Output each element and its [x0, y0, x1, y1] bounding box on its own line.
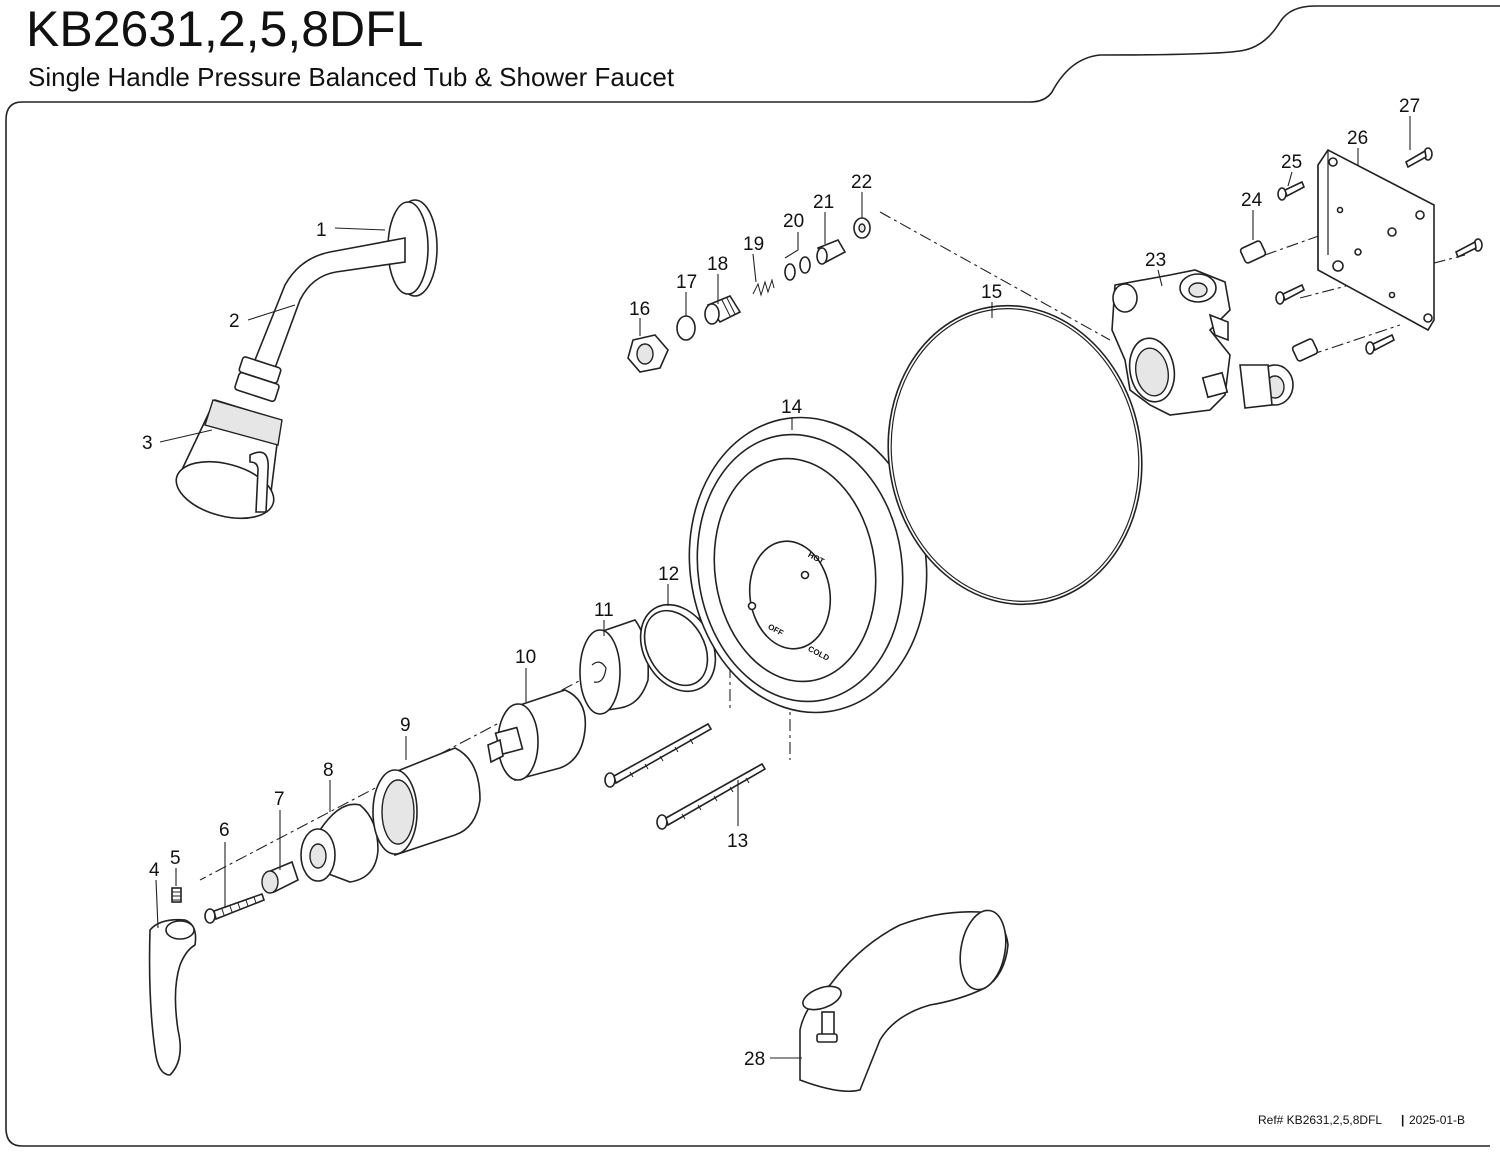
- callout-6: 6: [219, 820, 230, 841]
- callout-25: 25: [1281, 152, 1302, 173]
- part-stem-seat: [816, 239, 847, 265]
- ref-number: Ref# KB2631,2,5,8DFL: [1258, 1113, 1382, 1127]
- leader-lines: [155, 116, 1411, 1059]
- callouts: 1 2 3 4 5 6 7 8 9 10 11 12 13 14 15 16 1…: [142, 96, 1420, 1070]
- callout-14: 14: [781, 397, 803, 418]
- part-handle-hub: [300, 803, 379, 883]
- part-trim-screws: [604, 722, 767, 830]
- callout-20: 20: [783, 211, 804, 232]
- part-seat-washer: [853, 217, 871, 239]
- part-washer: [784, 256, 811, 281]
- part-shower-flange: [387, 199, 438, 297]
- callout-10: 10: [515, 647, 536, 668]
- part-gasket: [887, 304, 1143, 606]
- part-cartridge: [487, 689, 587, 782]
- callout-11: 11: [594, 600, 614, 621]
- ref-separator: |: [1401, 1113, 1404, 1127]
- part-stop-sleeve: [372, 747, 481, 857]
- callout-2: 2: [229, 311, 240, 332]
- part-shower-arm: [253, 237, 406, 370]
- part-bonnet-nut: [627, 334, 669, 373]
- assembly-axis-bracket-3: [1309, 324, 1401, 356]
- callout-24: 24: [1241, 190, 1263, 211]
- part-mounting-bracket: [1317, 148, 1435, 332]
- part-shower-head: [175, 356, 283, 520]
- part-bracket-screws: [1405, 147, 1483, 259]
- callout-15: 15: [981, 282, 1002, 303]
- part-tub-spout: [799, 909, 1009, 1093]
- part-trim-plate: HOT OFF COLD: [688, 416, 928, 714]
- callout-23: 23: [1145, 250, 1166, 271]
- callout-22: 22: [851, 172, 872, 193]
- callout-16: 16: [629, 299, 650, 320]
- callout-8: 8: [323, 760, 334, 781]
- callout-4: 4: [149, 860, 160, 881]
- drawing-frame: [5, 5, 1500, 1147]
- page-subtitle: Single Handle Pressure Balanced Tub & Sh…: [28, 62, 675, 92]
- part-spring: [752, 278, 775, 297]
- assembly-axis-bracket-1: [1264, 199, 1421, 256]
- callout-27: 27: [1399, 96, 1420, 117]
- ref-revision: 2025-01-B: [1409, 1113, 1465, 1127]
- assembly-axis-upper: [879, 211, 1111, 341]
- callout-3: 3: [142, 433, 153, 454]
- callout-21: 21: [813, 192, 834, 213]
- assembly-axis-main: [199, 459, 1001, 881]
- page-title: KB2631,2,5,8DFL: [26, 1, 424, 57]
- part-valve-body: [1111, 269, 1294, 416]
- callout-12: 12: [658, 564, 679, 585]
- part-set-screw: [171, 887, 182, 903]
- callout-17: 17: [676, 272, 697, 293]
- part-o-ring: [676, 315, 696, 341]
- callout-19: 19: [743, 234, 764, 255]
- footer-reference: Ref# KB2631,2,5,8DFL | 2025-01-B: [1258, 1113, 1465, 1127]
- callout-7: 7: [274, 789, 285, 810]
- part-cartridge-cap: [579, 619, 650, 715]
- callout-13: 13: [727, 831, 748, 852]
- callout-28: 28: [744, 1049, 765, 1070]
- part-retaining-ring: [639, 603, 717, 693]
- callout-18: 18: [707, 254, 728, 275]
- part-handle-screw: [204, 892, 265, 924]
- callout-5: 5: [170, 848, 181, 869]
- callout-1: 1: [316, 220, 327, 241]
- callout-9: 9: [400, 715, 411, 736]
- part-spacers: [1239, 240, 1319, 362]
- callout-26: 26: [1347, 128, 1368, 149]
- part-spline-adapter: [261, 860, 299, 894]
- part-diverter-stem: [704, 295, 742, 325]
- part-lever-handle: [148, 918, 197, 1076]
